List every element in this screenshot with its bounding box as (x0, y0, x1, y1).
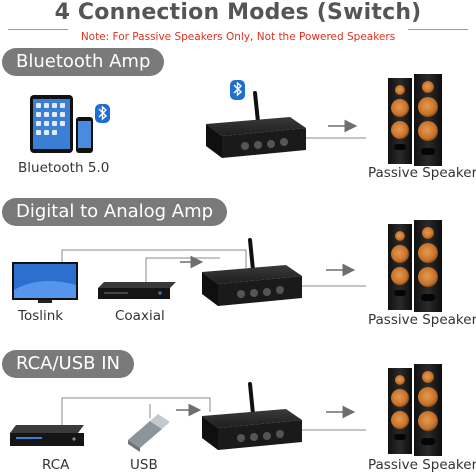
output-label-passive-speaker-3: Passive Speaker (368, 457, 476, 473)
bluetooth-icon (95, 104, 110, 123)
amplifier-icon (202, 382, 302, 450)
speaker-icon (414, 364, 442, 456)
source-label-toslink: Toslink (18, 308, 64, 324)
usb-drive-icon (128, 414, 170, 452)
source-label-bluetooth: Bluetooth 5.0 (18, 160, 110, 176)
tv-icon (12, 262, 78, 303)
title-rule-left (8, 29, 68, 30)
speaker-icon (388, 224, 412, 310)
page-title: 4 Connection Modes (Switch) (54, 0, 422, 25)
phone-icon (76, 117, 93, 153)
speaker-icon (388, 78, 412, 164)
amplifier-icon (202, 238, 302, 306)
amplifier-icon (206, 91, 306, 158)
bluray-player-icon (10, 425, 84, 446)
title-rule-right (408, 29, 468, 30)
note-text: Note: For Passive Speakers Only, Not the… (80, 31, 396, 43)
speaker-icon (388, 368, 412, 454)
speaker-icon (414, 220, 442, 312)
source-label-rca: RCA (42, 457, 70, 473)
tablet-icon (30, 95, 73, 153)
source-label-usb: USB (130, 457, 158, 473)
section-heading-bluetooth-amp: Bluetooth Amp (2, 48, 165, 76)
output-label-passive-speaker-1: Passive Speaker (368, 165, 476, 181)
section-heading-digital-to-analog-amp: Digital to Analog Amp (2, 198, 228, 226)
connection-line (61, 249, 247, 268)
dvd-player-icon (98, 282, 176, 299)
speaker-icon (414, 74, 442, 166)
output-label-passive-speaker-2: Passive Speaker (368, 312, 476, 328)
source-label-coaxial: Coaxial (115, 308, 165, 324)
section-heading-rca-usb-in: RCA/USB IN (2, 350, 135, 378)
bluetooth-icon (230, 80, 245, 100)
connection-line (61, 397, 211, 425)
